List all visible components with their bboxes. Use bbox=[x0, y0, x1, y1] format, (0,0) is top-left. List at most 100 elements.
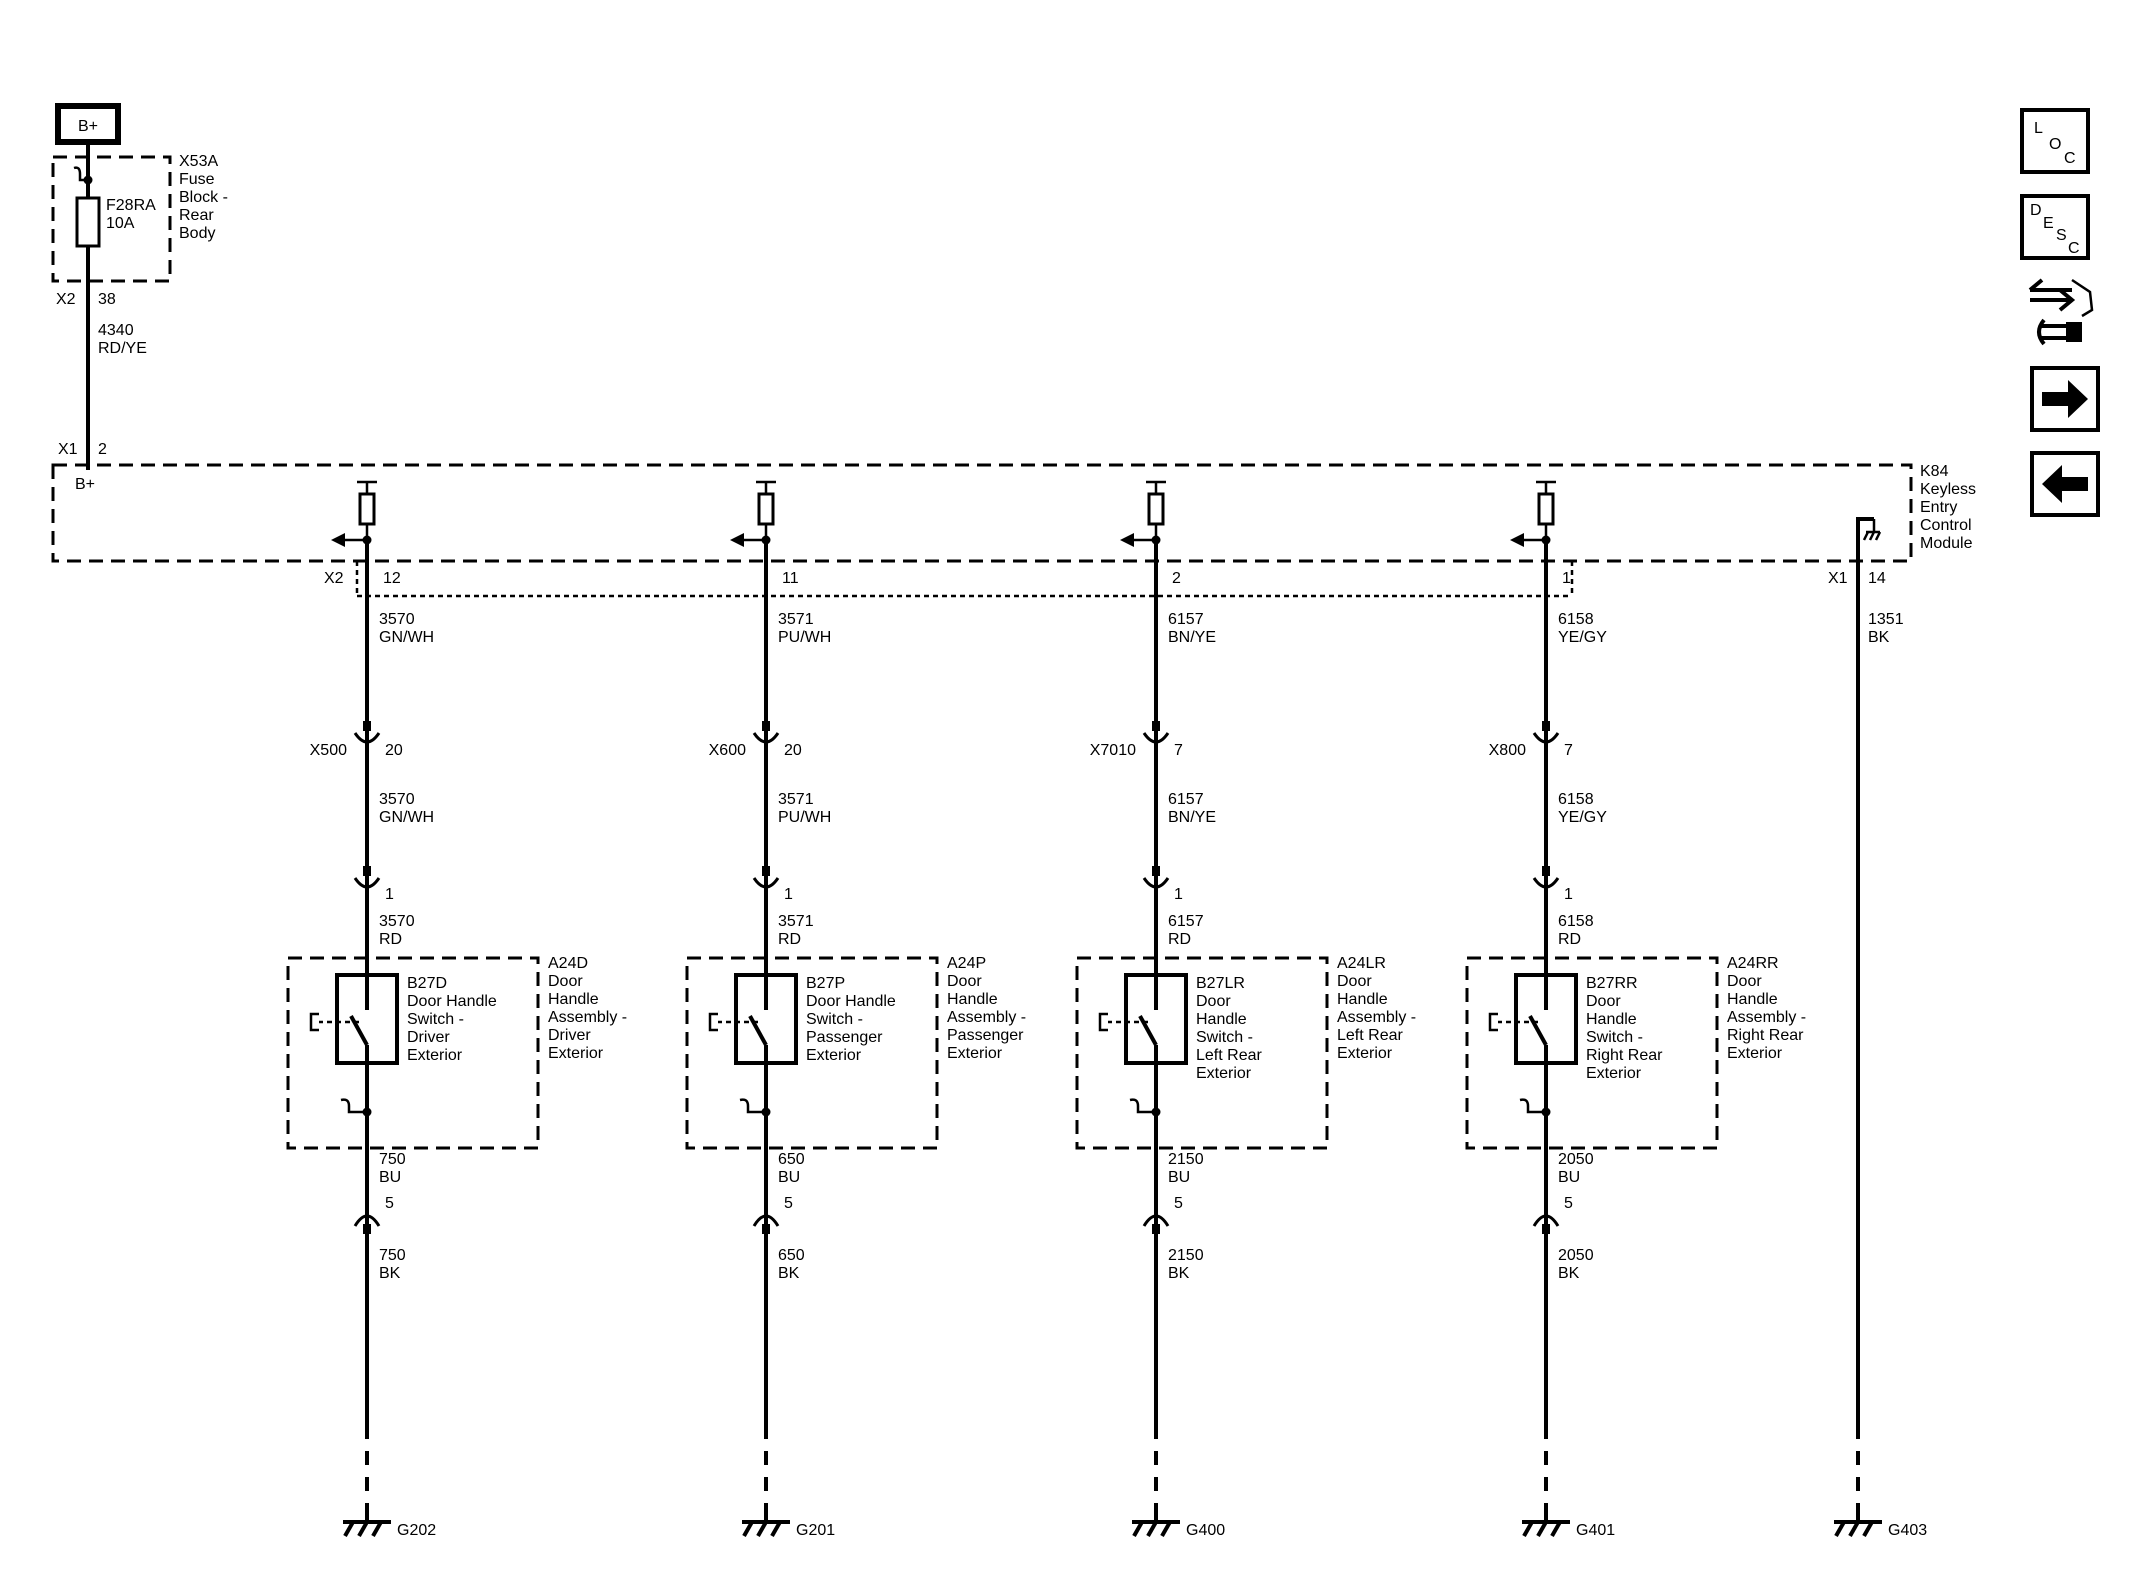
loc-button[interactable]: L O C bbox=[2020, 108, 2090, 174]
ground-symbol-icon bbox=[1522, 1510, 1570, 1537]
input-arrow-icon bbox=[1120, 533, 1134, 547]
wire-circuit-number: 6158 bbox=[1558, 791, 1594, 808]
assembly-desc: Handle bbox=[1727, 991, 1778, 1008]
connector-tool-icon[interactable] bbox=[2028, 278, 2094, 346]
wire-color: RD bbox=[1168, 931, 1191, 948]
inline-connector-pin: 7 bbox=[1564, 742, 1573, 759]
switch-desc: Exterior bbox=[407, 1047, 463, 1064]
wire-circuit-number: 750 bbox=[379, 1247, 406, 1264]
fuse-block: F28RA 10A X53A Fuse Block - Rear Body X2… bbox=[51, 142, 228, 470]
arrow-right-icon bbox=[2042, 380, 2088, 418]
wire-circuit-number: 2050 bbox=[1558, 1247, 1594, 1264]
wire-circuit-number: 6157 bbox=[1168, 791, 1204, 808]
wire-circuit-number: 3570 bbox=[379, 791, 415, 808]
inline-connector-pin: 20 bbox=[385, 742, 403, 759]
module-ground-pin: 14 bbox=[1868, 570, 1886, 587]
wire-color: PU/WH bbox=[778, 629, 831, 646]
assembly-desc: Exterior bbox=[1727, 1045, 1783, 1062]
module-power-label: B+ bbox=[75, 476, 95, 493]
assembly-desc: Door bbox=[548, 973, 583, 990]
ground-name: G401 bbox=[1576, 1522, 1615, 1539]
wire-circuit-number: 650 bbox=[778, 1247, 805, 1264]
door-handle-switch-icon bbox=[1098, 973, 1188, 1065]
module-pin: 12 bbox=[383, 570, 401, 587]
inline-connector-name: X600 bbox=[709, 742, 746, 759]
assembly-desc: Left Rear bbox=[1337, 1027, 1403, 1044]
assembly-desc: Right Rear bbox=[1727, 1027, 1804, 1044]
wire-color: BK bbox=[778, 1265, 800, 1282]
wire-circuit-number: 650 bbox=[778, 1151, 805, 1168]
switch-desc: Right Rear bbox=[1586, 1047, 1663, 1064]
wire-color: RD bbox=[778, 931, 801, 948]
wire-circuit-number: 2150 bbox=[1168, 1247, 1204, 1264]
input-arrow-icon bbox=[331, 533, 345, 547]
power-label: B+ bbox=[78, 118, 98, 135]
fuse-wire-color: RD/YE bbox=[98, 340, 147, 357]
assembly-name: A24LR bbox=[1337, 955, 1386, 972]
desc-letter-d: D bbox=[2030, 202, 2042, 219]
inline-connector-icon bbox=[353, 721, 381, 744]
wire-color: GN/WH bbox=[379, 809, 434, 826]
door-handle-switch-icon bbox=[708, 973, 798, 1065]
assembly-name: A24RR bbox=[1727, 955, 1779, 972]
module-x2-connector: X2 bbox=[324, 570, 344, 587]
loc-letter-c: C bbox=[2064, 150, 2076, 167]
assembly-desc: Exterior bbox=[947, 1045, 1003, 1062]
module-desc-3: Control bbox=[1920, 517, 1972, 534]
assembly-name: A24D bbox=[548, 955, 588, 972]
component-connector-pin: 1 bbox=[1564, 886, 1573, 903]
ground-symbol-icon bbox=[1132, 1510, 1180, 1537]
desc-letter-c: C bbox=[2068, 240, 2080, 257]
fuse-block-desc-4: Body bbox=[179, 225, 215, 242]
switch-desc: Switch - bbox=[1196, 1029, 1253, 1046]
wire-circuit-number: 2150 bbox=[1168, 1151, 1204, 1168]
switch-desc: Exterior bbox=[1586, 1065, 1642, 1082]
assembly-desc: Door bbox=[947, 973, 982, 990]
arrow-left-button[interactable] bbox=[2030, 451, 2100, 517]
battery-positive-source: B+ bbox=[55, 103, 121, 145]
fuse-block-pin: 38 bbox=[98, 291, 116, 308]
assembly-desc: Assembly - bbox=[1337, 1009, 1416, 1026]
arrow-left-icon bbox=[2042, 465, 2088, 503]
wire-circuit-number: 3571 bbox=[778, 791, 814, 808]
wire-circuit-number: 6158 bbox=[1558, 913, 1594, 930]
pullup-resistor-icon bbox=[1147, 492, 1165, 526]
desc-letter-e: E bbox=[2043, 215, 2054, 232]
assembly-desc: Handle bbox=[1337, 991, 1388, 1008]
wire-circuit-number: 750 bbox=[379, 1151, 406, 1168]
ground-symbol-icon bbox=[742, 1510, 790, 1537]
switch-desc: Handle bbox=[1196, 1011, 1247, 1028]
ground-connector-icon bbox=[1142, 1214, 1170, 1234]
fuse-block-desc-2: Block - bbox=[179, 189, 228, 206]
inline-connector-pin: 20 bbox=[784, 742, 802, 759]
ground-name: G201 bbox=[796, 1522, 835, 1539]
component-connector-pin: 1 bbox=[784, 886, 793, 903]
ground-name: G400 bbox=[1186, 1522, 1225, 1539]
input-arrow-icon bbox=[730, 533, 744, 547]
module-power-pin: 2 bbox=[98, 441, 107, 458]
module-desc-4: Module bbox=[1920, 535, 1973, 552]
wire-color: BK bbox=[379, 1265, 401, 1282]
ground-name: G202 bbox=[397, 1522, 436, 1539]
fuse-block-desc-1: Fuse bbox=[179, 171, 215, 188]
keyless-entry-module: X1 2 B+ K84 Keyless Entry Control Module… bbox=[51, 441, 1976, 598]
pullup-resistor-icon bbox=[757, 492, 775, 526]
switch-desc: Door Handle bbox=[407, 993, 497, 1010]
desc-button[interactable]: D E S C bbox=[2020, 194, 2090, 260]
module-ground-connector: X1 bbox=[1828, 570, 1848, 587]
wire-color: RD bbox=[1558, 931, 1581, 948]
module-ground-wire-color: BK bbox=[1868, 629, 1890, 646]
switch-desc: Switch - bbox=[1586, 1029, 1643, 1046]
fuse-name: F28RA bbox=[106, 197, 156, 214]
module-pin: 2 bbox=[1172, 570, 1181, 587]
switch-desc: Exterior bbox=[806, 1047, 862, 1064]
ground-symbol-icon bbox=[343, 1510, 391, 1537]
arrow-right-button[interactable] bbox=[2030, 366, 2100, 432]
wire-circuit-number: 3570 bbox=[379, 913, 415, 930]
assembly-desc: Assembly - bbox=[1727, 1009, 1806, 1026]
switch-desc: Switch - bbox=[407, 1011, 464, 1028]
loc-letter-l: L bbox=[2034, 120, 2043, 137]
